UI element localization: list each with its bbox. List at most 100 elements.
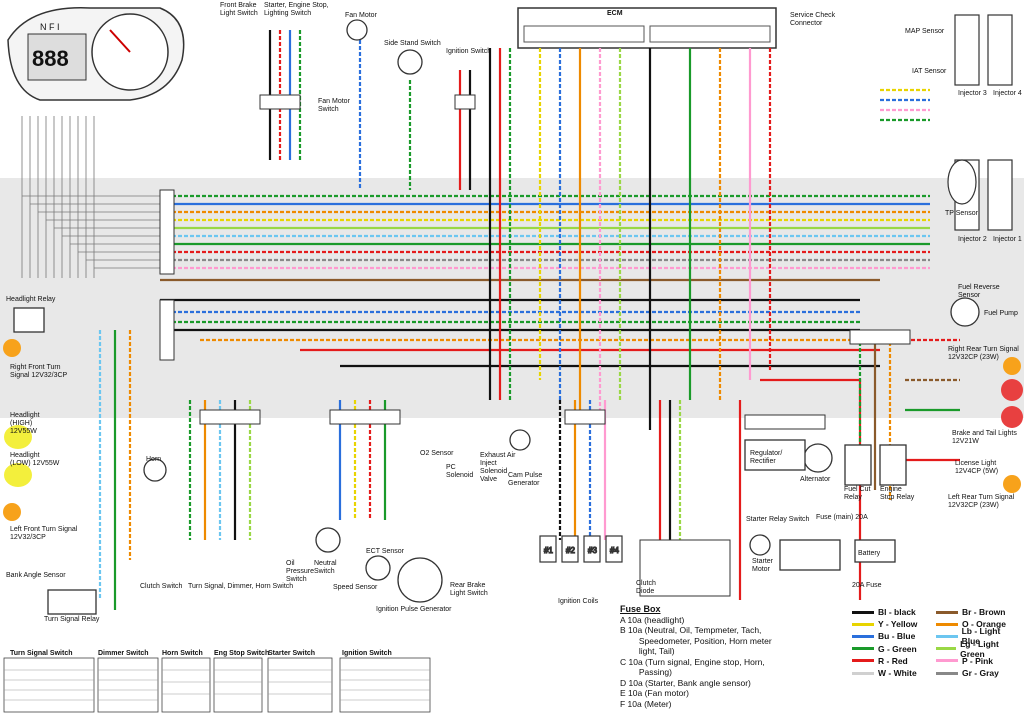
dimmer-switch-title: Dimmer Switch xyxy=(98,650,149,657)
tp-sensor-label: TP Sensor xyxy=(945,210,978,217)
cam-pulse-label: Cam Pulse Generator xyxy=(508,472,543,487)
starter-motor-label: Starter Motor xyxy=(752,558,774,573)
cam-pulse-generator xyxy=(509,429,531,451)
legend-swatch xyxy=(852,610,874,614)
engine-stop-relay xyxy=(879,444,907,486)
headlight-relay xyxy=(13,307,45,333)
legend-swatch xyxy=(936,671,958,675)
brake-light-1 xyxy=(1001,379,1023,401)
starter-relay-label: Starter Relay Switch xyxy=(746,516,810,523)
ignition-switch-title: Ignition Switch xyxy=(342,650,392,657)
left-front-turn-label: Left Front Turn Signal 12V32/3CP xyxy=(10,526,78,541)
fuel-reverse-label: Fuel Reverse Sensor xyxy=(958,284,1000,299)
neutral-switch-label: Neutral Switch xyxy=(314,560,337,575)
ect-sensor-label: ECT Sensor xyxy=(366,548,404,555)
horn-label: Horn xyxy=(146,456,162,463)
ignition-pulse-label: Ignition Pulse Generator xyxy=(376,606,452,613)
fuse-item: F 10a (Meter) xyxy=(620,698,672,709)
headlight-high-label: Headlight (HIGH) 12V55W xyxy=(10,412,40,435)
pc-solenoid-label: PC Solenoid xyxy=(446,464,474,479)
harness-wires xyxy=(98,30,960,610)
side-stand-switch xyxy=(397,49,423,75)
injector2-label: Injector 2 xyxy=(958,236,987,243)
legend-label: Lb - Light Blue xyxy=(961,626,1001,647)
svg-text:#3: #3 xyxy=(588,546,597,555)
legend-label: Lg - Light Green xyxy=(960,638,999,659)
ignition-switch-label: Ignition Switch xyxy=(446,48,492,55)
iat-sensor-label: IAT Sensor xyxy=(912,68,947,75)
starter-engine-stop-label: Starter, Engine Stop, Lighting Switch xyxy=(264,2,329,17)
o2-sensor-label: O2 Sensor xyxy=(420,450,454,457)
legend-label: W - White xyxy=(878,668,917,679)
brake-tail-label: Brake and Tail Lights 12V21W xyxy=(952,430,1017,445)
svg-text:#1: #1 xyxy=(544,546,553,555)
fuse-item: light, Tail) xyxy=(620,646,675,656)
fuse-main-label: Fuse (main) 20A xyxy=(816,514,868,521)
regulator-label: Regulator/ Rectifier xyxy=(750,450,783,465)
fuse-box: Fuse Box A 10a (headlight) B 10a (Neutra… xyxy=(620,604,850,709)
clutch-switch-label: Clutch Switch xyxy=(140,583,183,590)
rear-brake-label: Rear Brake Light Switch xyxy=(450,582,488,597)
fuel-cut-label: Fuel Cut Relay xyxy=(844,486,871,501)
bulbs xyxy=(3,339,1023,521)
ignition-coils-label: Ignition Coils xyxy=(558,598,599,605)
fan-motor-switch-label: Fan Motor Switch xyxy=(318,98,350,113)
fuel-pump xyxy=(950,297,980,327)
fuse-20a-label: 20A Fuse xyxy=(852,582,882,589)
engine-stop-relay-label: Engine Stop Relay xyxy=(880,486,915,501)
horn xyxy=(143,458,167,482)
fuse-main xyxy=(779,539,841,571)
legend-label: Y - Yellow xyxy=(878,619,918,630)
fuse-item: D 10a (Starter, Bank angle sensor) xyxy=(620,677,751,688)
legend-label: P - Pink xyxy=(962,655,994,666)
neutral-switch xyxy=(315,527,341,553)
legend-swatch xyxy=(936,659,958,663)
headlight-high-bulb xyxy=(4,425,32,449)
svg-text:#2: #2 xyxy=(566,546,575,555)
fan-motor-label: Fan Motor xyxy=(345,12,377,19)
turn-signal-relay xyxy=(47,589,97,615)
right-rear-turn-bulb xyxy=(1003,357,1021,375)
legend-label: Bl - black xyxy=(878,607,916,618)
svg-text:888: 888 xyxy=(32,46,69,71)
legend-swatch xyxy=(936,622,958,626)
switch-table-grids xyxy=(4,669,430,701)
ecm-connector xyxy=(517,7,777,49)
legend-swatch xyxy=(936,634,958,638)
legend-label: Br - Brown xyxy=(962,607,1006,618)
fuse-item: C 10a (Turn signal, Engine stop, Horn, xyxy=(620,656,765,667)
injector3-label: Injector 3 xyxy=(958,90,987,97)
injectors xyxy=(947,14,1013,231)
legend-swatch xyxy=(852,634,874,638)
injector1-label: Injector 1 xyxy=(993,236,1022,243)
starter-motor xyxy=(749,534,771,556)
dimmer-switch-table: Dimmer Switch xyxy=(98,650,149,659)
alternator-label: Alternator xyxy=(800,476,831,483)
legend-swatch xyxy=(936,647,957,651)
instrument-cluster: 888 N F I xyxy=(7,7,185,101)
brake-light-2 xyxy=(1001,406,1023,428)
fuse-item: Passing) xyxy=(620,667,672,677)
headlight-low-bulb xyxy=(4,463,32,487)
legend-label: O - Orange xyxy=(962,619,1006,630)
front-brake-label: Front Brake Light Switch xyxy=(220,2,258,17)
bank-angle-label: Bank Angle Sensor xyxy=(6,572,66,579)
turn-signal-switch-table: Turn Signal Switch xyxy=(10,650,72,659)
turn-dimmer-horn-label: Turn Signal, Dimmer, Horn Switch xyxy=(188,583,294,590)
horn-switch-title: Horn Switch xyxy=(162,650,203,657)
regulator-rectifier xyxy=(744,439,806,471)
exhaust-air-label: Exhaust Air Inject Solenoid Valve xyxy=(480,452,516,483)
legend-label: R - Red xyxy=(878,655,908,666)
speed-sensor-label: Speed Sensor xyxy=(333,584,378,591)
license-light-label: License Light 12V4CP (5W) xyxy=(955,460,999,475)
fuse-item: A 10a (headlight) xyxy=(620,614,685,625)
misc-components xyxy=(13,19,980,615)
battery-label: Battery xyxy=(858,550,881,557)
injector4-label: Injector 4 xyxy=(993,90,1022,97)
left-rear-turn-label: Left Rear Turn Signal 12V32CP (23W) xyxy=(948,494,1015,509)
fuse-item: Speedometer, Position, Horn meter xyxy=(620,635,772,646)
fuse-item: B 10a (Neutral, Oil, Tempmeter, Tach, xyxy=(620,625,762,635)
headlight-low-label: Headlight (LOW) 12V55W xyxy=(10,452,60,467)
right-front-turn-bulb xyxy=(3,339,21,357)
wire-color-legend: Bl - black Br - Brown Y - Yellow O - Ora… xyxy=(852,606,1022,679)
